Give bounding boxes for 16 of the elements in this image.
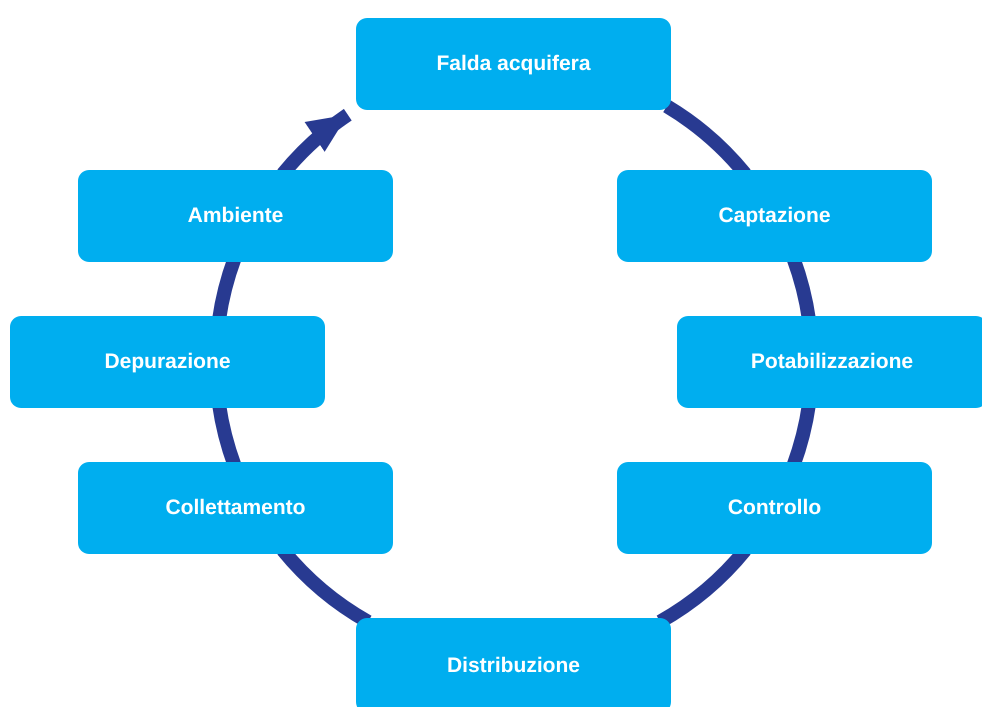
- process-box: [78, 462, 393, 554]
- step-label: Ambiente: [188, 204, 284, 228]
- step-label: Potabilizzazione: [750, 350, 914, 374]
- step-label: Captazione: [718, 204, 830, 228]
- process-box: [78, 170, 393, 262]
- process-box: [356, 618, 671, 707]
- process-box: [356, 18, 671, 110]
- step-label: Falda acquifera: [436, 52, 591, 76]
- step-label: Depurazione: [104, 350, 231, 374]
- process-box: [677, 316, 982, 408]
- step-label: Distribuzione: [446, 654, 580, 678]
- process-box: [617, 170, 932, 262]
- process-box: [10, 316, 325, 408]
- step-label: Controllo: [728, 496, 822, 520]
- step-label: Collettamento: [165, 496, 306, 520]
- process-box: [617, 462, 932, 554]
